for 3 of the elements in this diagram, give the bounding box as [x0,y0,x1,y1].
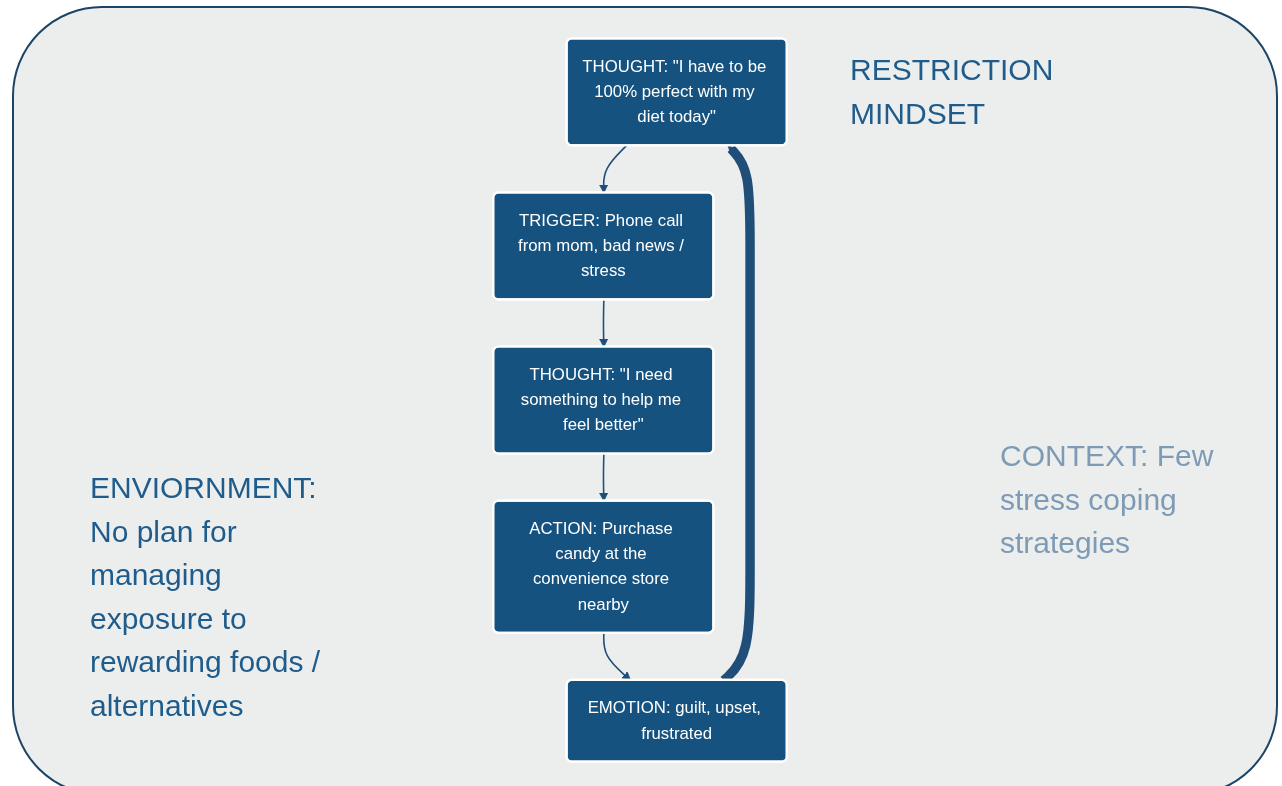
context-note: CONTEXT: Few stress coping strategies [1000,438,1215,561]
heading-text: RESTRICTION MINDSET [850,52,1055,132]
environment-note: ENVIORNMENT: No plan for managing exposure to rewarding foods / alternatives [90,470,322,724]
